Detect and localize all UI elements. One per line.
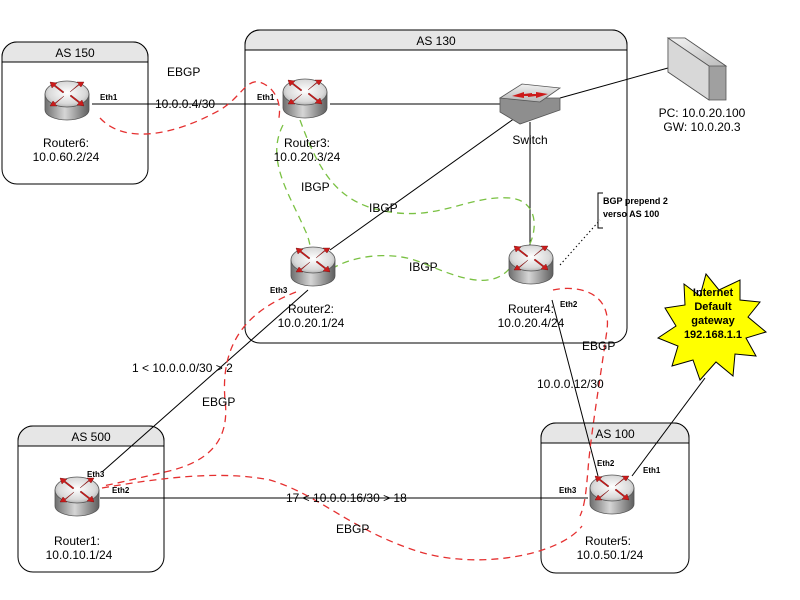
router1-iface-eth2: Eth2 bbox=[112, 486, 130, 495]
router-icon bbox=[508, 244, 554, 285]
as-150-label: AS 150 bbox=[55, 46, 95, 60]
router2-iface: Eth3 bbox=[270, 286, 288, 295]
router6[interactable]: Eth1 Router6: 10.0.60.2/24 bbox=[33, 80, 118, 164]
internet-line4: 192.168.1.1 bbox=[684, 329, 742, 341]
ibgp-label-r3-r2: IBGP bbox=[301, 180, 330, 194]
ebgp-r1-r5 bbox=[101, 474, 583, 561]
as-500-label: AS 500 bbox=[71, 430, 111, 444]
switch-body bbox=[499, 97, 561, 125]
internet-line1: Internet bbox=[693, 287, 734, 299]
ibgp-r3-r4 bbox=[299, 119, 535, 249]
router6-iface: Eth1 bbox=[100, 93, 118, 102]
link-r5-internet bbox=[631, 377, 706, 477]
link-switch-r2 bbox=[329, 117, 516, 251]
router1[interactable]: Eth3 Eth2 Router1: 10.0.10.1/24 bbox=[46, 470, 130, 562]
router5-iface-eth3: Eth3 bbox=[559, 486, 577, 495]
router3-iface: Eth1 bbox=[257, 93, 275, 102]
router3[interactable]: Eth1 Router3: 10.0.20.3/24 bbox=[257, 78, 341, 164]
switch[interactable]: Switch bbox=[498, 83, 562, 147]
router-icon bbox=[54, 476, 100, 517]
ebgp-label-r2-r1: EBGP bbox=[202, 395, 235, 409]
router5-iface-eth1: Eth1 bbox=[643, 466, 661, 475]
router1-net: 10.0.10.1/24 bbox=[46, 548, 113, 562]
note-bracket bbox=[597, 192, 603, 229]
note-line2: verso AS 100 bbox=[603, 209, 659, 219]
ibgp-r3-r2 bbox=[276, 124, 313, 256]
subnet-r4-r5: 10.0.0.12/30 bbox=[537, 377, 604, 391]
pc-gw: GW: 10.0.20.3 bbox=[663, 120, 740, 134]
ebgp-label-r6-r3: EBGP bbox=[167, 65, 200, 79]
bgp-prepend-note: BGP prepend 2 verso AS 100 bbox=[597, 192, 668, 229]
router1-name: Router1: bbox=[54, 534, 100, 548]
router3-net: 10.0.20.3/24 bbox=[274, 150, 341, 164]
physical-links bbox=[92, 67, 706, 499]
bgp-sessions bbox=[99, 81, 609, 561]
router6-name: Router6: bbox=[43, 136, 89, 150]
router4-name: Router4: bbox=[508, 302, 554, 316]
ebgp-label-r4-r5: EBGP bbox=[582, 339, 615, 353]
subnet-r1-r5: 17 < 10.0.0.16/30 > 18 bbox=[286, 491, 407, 505]
router-icon bbox=[282, 78, 328, 119]
ebgp-r4-r5 bbox=[552, 287, 609, 517]
pc[interactable]: PC: 10.0.20.100 GW: 10.0.20.3 bbox=[659, 37, 746, 134]
router5-net: 10.0.50.1/24 bbox=[577, 548, 644, 562]
router2-name: Router2: bbox=[288, 302, 334, 316]
switch-arrows-icon bbox=[512, 92, 548, 98]
ebgp-r6-r3 bbox=[99, 81, 281, 135]
internet-gateway[interactable]: Internet Default gateway 192.168.1.1 bbox=[656, 272, 768, 381]
router-icon bbox=[589, 474, 635, 515]
ibgp-label-r3-r4: IBGP bbox=[369, 201, 398, 215]
router5-name: Router5: bbox=[585, 534, 631, 548]
router-icon bbox=[290, 246, 336, 287]
router5[interactable]: Eth2 Eth1 Eth3 Router5: 10.0.50.1/24 bbox=[559, 459, 661, 562]
ibgp-r2-r4 bbox=[321, 254, 511, 281]
ebgp-r2-r1 bbox=[101, 291, 297, 487]
as-130-label: AS 130 bbox=[416, 34, 456, 48]
ebgp-label-r1-r5: EBGP bbox=[336, 522, 369, 536]
router1-iface-eth3: Eth3 bbox=[87, 470, 105, 479]
internet-line2: Default bbox=[694, 301, 732, 313]
router5-iface-eth2: Eth2 bbox=[597, 459, 615, 468]
router-icon bbox=[44, 80, 90, 121]
starburst-shape bbox=[656, 272, 768, 381]
labels: EBGP 10.0.0.4/30 IBGP IBGP IBGP 1 < 10.0… bbox=[132, 65, 615, 536]
subnet-r6-r3: 10.0.0.4/30 bbox=[155, 97, 215, 111]
router6-net: 10.0.60.2/24 bbox=[33, 150, 100, 164]
link-r4-r5 bbox=[551, 299, 599, 477]
as-100-label: AS 100 bbox=[595, 427, 635, 441]
link-r2-r1 bbox=[101, 289, 309, 473]
router3-name: Router3: bbox=[284, 136, 330, 150]
switch-label: Switch bbox=[512, 133, 547, 147]
router2-net: 10.0.20.1/24 bbox=[278, 316, 345, 330]
router4-iface: Eth2 bbox=[560, 300, 578, 309]
ibgp-label-r2-r4: IBGP bbox=[409, 260, 438, 274]
subnet-r2-r1: 1 < 10.0.0.0/30 > 2 bbox=[132, 361, 233, 375]
pc-ip: PC: 10.0.20.100 bbox=[659, 106, 746, 120]
switch-top bbox=[498, 83, 562, 103]
link-switch-pc bbox=[559, 67, 669, 99]
router4[interactable]: Eth2 Router4: 10.0.20.4/24 bbox=[498, 244, 578, 330]
router4-net: 10.0.20.4/24 bbox=[498, 316, 565, 330]
router2[interactable]: Eth3 Router2: 10.0.20.1/24 bbox=[270, 246, 345, 330]
internet-line3: gateway bbox=[691, 315, 735, 327]
note-line1: BGP prepend 2 bbox=[603, 196, 668, 206]
pc-front bbox=[667, 37, 710, 101]
